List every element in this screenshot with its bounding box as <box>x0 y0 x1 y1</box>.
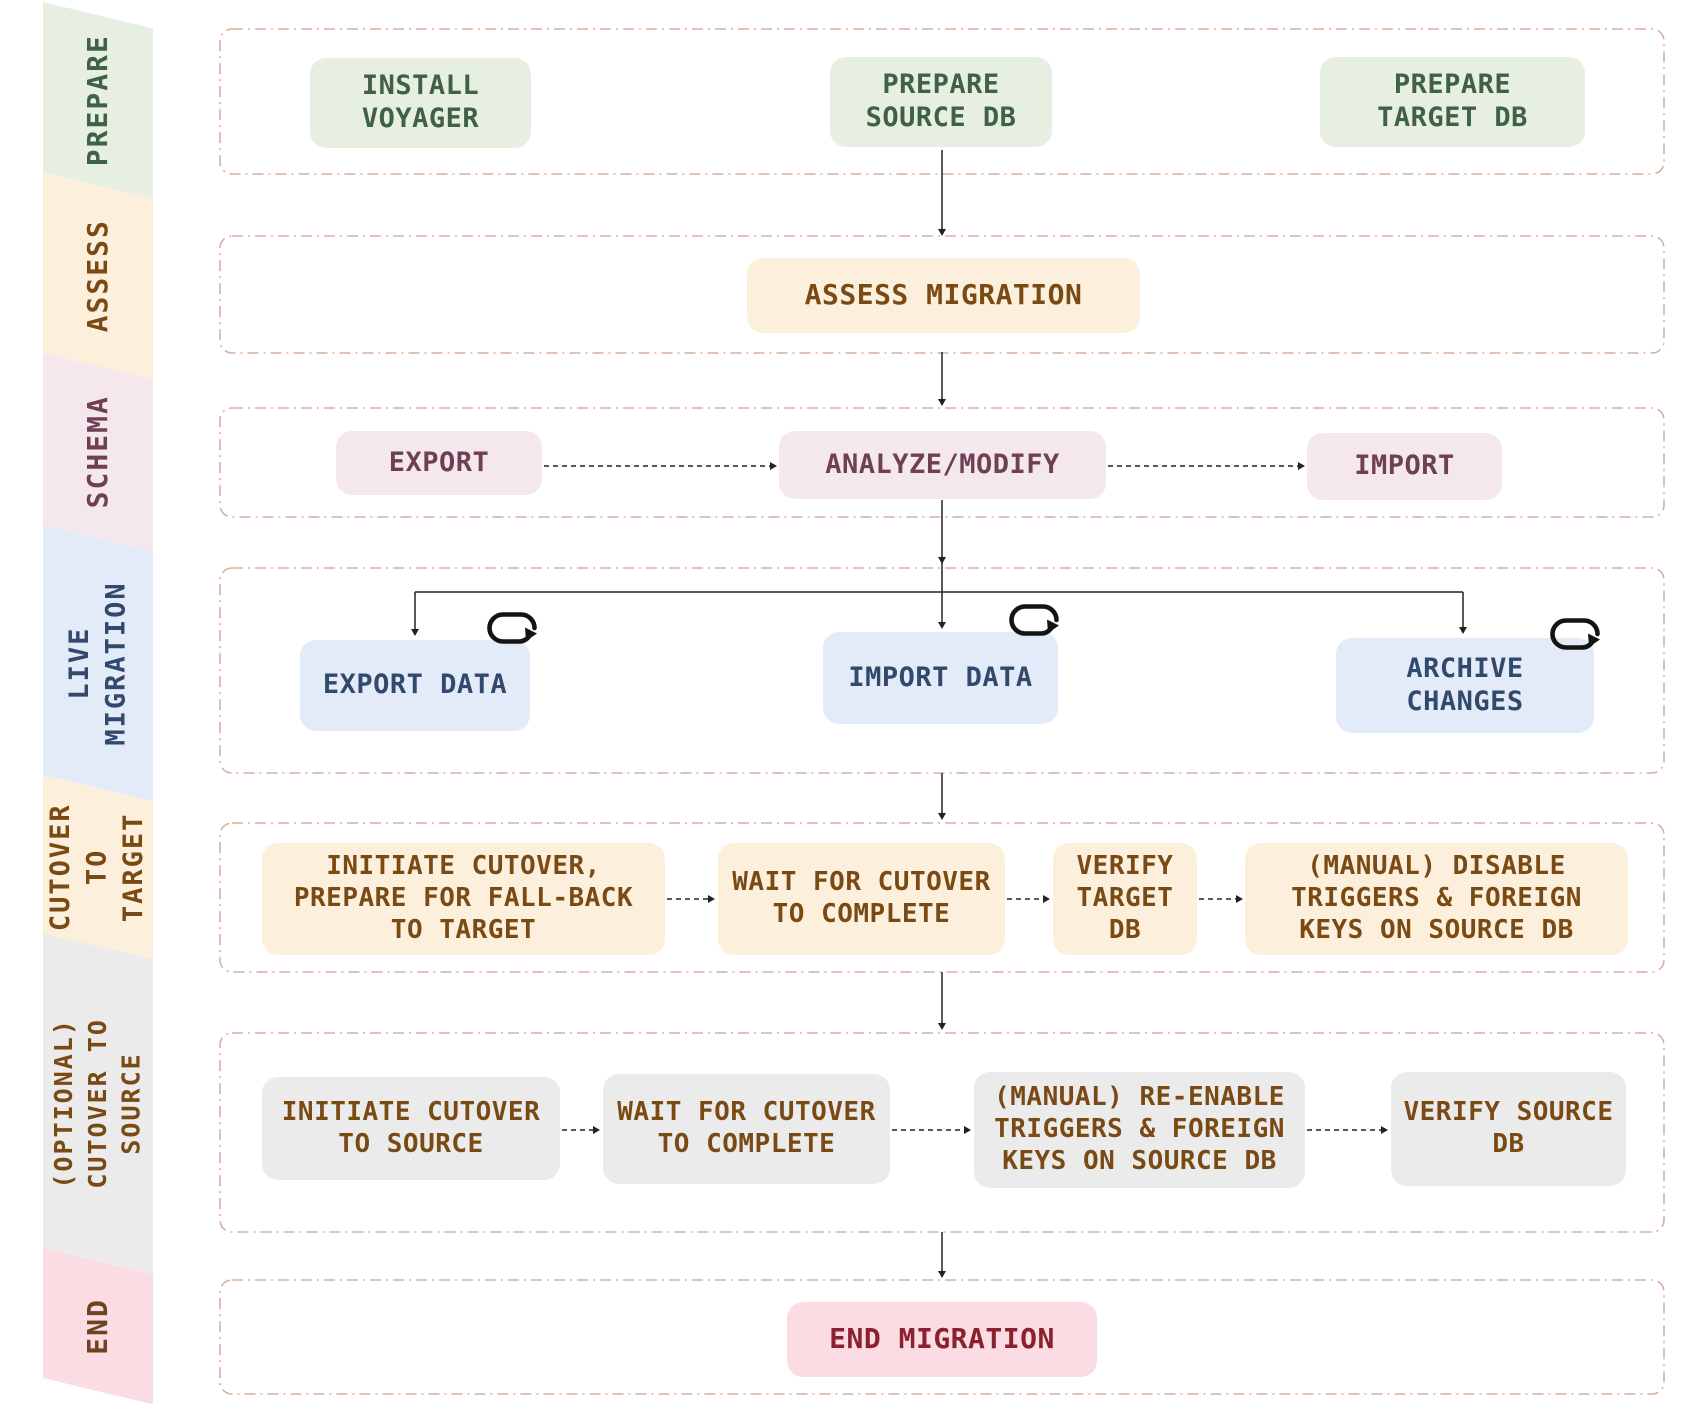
node-schema-export: EXPORT <box>336 431 542 495</box>
node-wait-cutover-target: WAIT FOR CUTOVER TO COMPLETE <box>718 843 1005 955</box>
node-install-voyager: INSTALL VOYAGER <box>310 58 531 148</box>
ribbon-section-schema: SCHEMA <box>43 353 153 552</box>
node-archive-changes: ARCHIVE CHANGES <box>1336 638 1594 733</box>
node-prepare-target-db: PREPARE TARGET DB <box>1320 57 1585 147</box>
node-wait-cutover-source: WAIT FOR CUTOVER TO COMPLETE <box>603 1074 890 1184</box>
ribbon-section-assess: ASSESS <box>43 172 153 380</box>
node-initiate-cutover-source: INITIATE CUTOVER TO SOURCE <box>262 1077 560 1180</box>
node-verify-source-db: VERIFY SOURCE DB <box>1391 1072 1626 1186</box>
node-import-data: IMPORT DATA <box>823 632 1058 724</box>
ribbon-label-end: END <box>81 1297 115 1355</box>
ribbon-label-assess: ASSESS <box>81 219 115 333</box>
ribbon-label-schema: SCHEMA <box>81 395 115 509</box>
node-verify-target-db: VERIFY TARGET DB <box>1053 843 1197 955</box>
ribbon-section-live-migration: LIVE MIGRATION <box>43 525 153 802</box>
ribbon-section-end: END <box>43 1248 153 1405</box>
node-prepare-source-db: PREPARE SOURCE DB <box>830 57 1052 147</box>
flow-arrowheads <box>411 229 1467 1278</box>
node-end-migration: END MIGRATION <box>787 1302 1097 1377</box>
ribbon-section-cutover-source: (OPTIONAL) CUTOVER TO SOURCE <box>43 933 153 1275</box>
ribbon-label-prepare: PREPARE <box>81 34 115 167</box>
node-initiate-cutover-target: INITIATE CUTOVER, PREPARE FOR FALL-BACK … <box>262 843 665 955</box>
node-reenable-triggers: (MANUAL) RE-ENABLE TRIGGERS & FOREIGN KE… <box>974 1072 1305 1188</box>
node-disable-triggers: (MANUAL) DISABLE TRIGGERS & FOREIGN KEYS… <box>1245 843 1628 955</box>
ribbon-label-cutover-source: (OPTIONAL) CUTOVER TO SOURCE <box>49 1018 146 1189</box>
export-data-loop-icon <box>490 615 537 642</box>
ribbon-section-prepare: PREPARE <box>43 2 153 199</box>
node-schema-analyze-modify: ANALYZE/MODIFY <box>779 431 1106 499</box>
import-data-loop-icon <box>1012 607 1059 634</box>
ribbon-section-cutover-target: CUTOVER TO TARGET <box>43 775 153 960</box>
node-schema-import: IMPORT <box>1307 433 1502 500</box>
node-export-data: EXPORT DATA <box>300 640 530 731</box>
step-arrowheads <box>593 462 1388 1134</box>
ribbon-label-live-migration: LIVE MIGRATION <box>63 581 131 746</box>
stage-ribbon: PREPARE ASSESS SCHEMA LIVE MIGRATION CUT… <box>43 2 153 1405</box>
step-arrows <box>544 465 1381 1131</box>
ribbon-label-cutover-target: CUTOVER TO TARGET <box>45 803 150 932</box>
node-assess-migration: ASSESS MIGRATION <box>747 258 1140 333</box>
